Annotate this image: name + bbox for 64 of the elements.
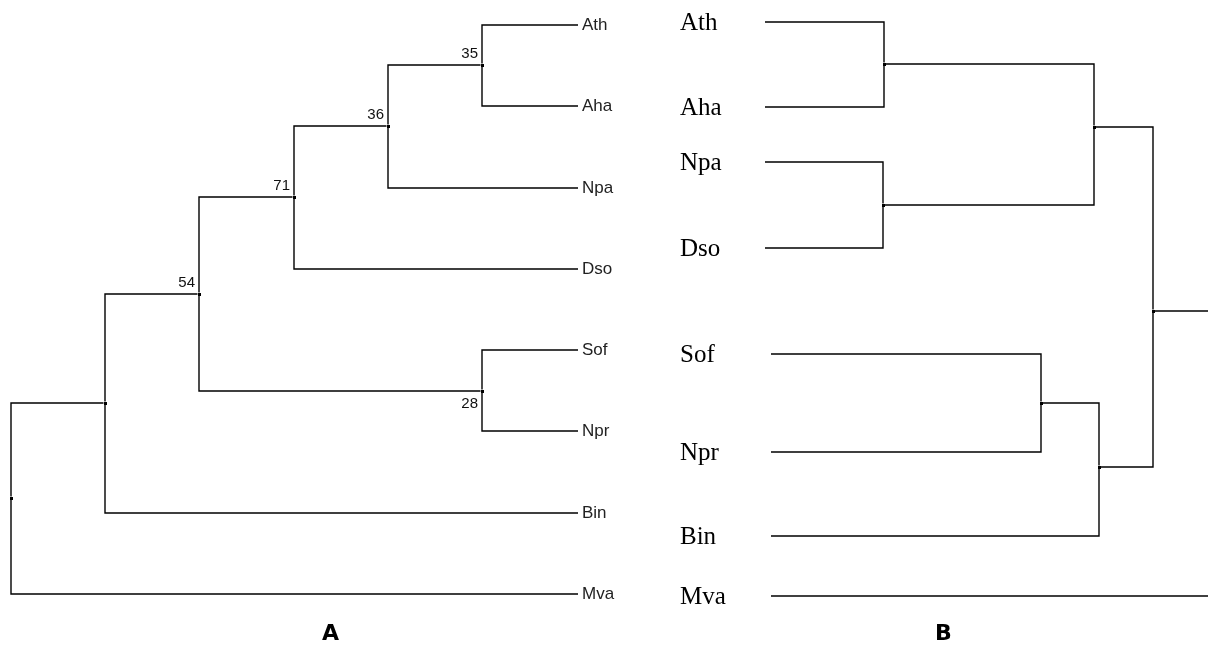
tree-branch: [764, 205, 884, 249]
taxon-label: Npr: [678, 435, 771, 469]
branch-point: [103, 401, 107, 405]
taxon-label: Aha: [578, 94, 628, 118]
taxon-label: Npa: [678, 145, 765, 179]
taxon-label: Ath: [578, 13, 628, 37]
tree-branch: [770, 403, 1042, 453]
tree-branch: [387, 126, 579, 189]
taxon-label: Mva: [578, 582, 628, 606]
taxon-label: Bin: [678, 519, 771, 553]
tree-branch: [104, 293, 199, 403]
tree-branch: [198, 196, 294, 294]
branch-point: [1092, 125, 1096, 129]
branch-point: [292, 195, 296, 199]
tree-branch: [104, 403, 579, 514]
bootstrap-value: 36: [367, 106, 384, 122]
tree-branch: [1041, 402, 1100, 467]
bootstrap-value: 35: [461, 45, 478, 61]
taxon-label: Dso: [678, 231, 765, 265]
tree-branch: [481, 349, 579, 391]
taxon-label: Npa: [578, 176, 628, 200]
tree-branch: [770, 353, 1042, 403]
tree-branch: [10, 498, 579, 595]
tree-branch: [481, 24, 579, 65]
tree-branch: [770, 595, 1208, 597]
bootstrap-value: 28: [461, 395, 478, 411]
tree-branch: [293, 125, 388, 197]
tree-branch: [1099, 311, 1154, 468]
branch-point: [386, 124, 390, 128]
tree-branch: [764, 64, 885, 108]
bootstrap-value: 71: [273, 177, 290, 193]
branch-point: [480, 389, 484, 393]
tree-branch: [198, 294, 482, 392]
taxon-label: Mva: [678, 579, 771, 613]
taxon-label: Sof: [578, 338, 628, 362]
taxon-label: Ath: [678, 5, 765, 39]
branch-point: [1151, 309, 1155, 313]
branch-point: [1097, 465, 1101, 469]
branch-point: [197, 292, 201, 296]
taxon-label: Npr: [578, 419, 628, 443]
tree-branch: [1094, 126, 1154, 311]
taxon-label: Dso: [578, 257, 628, 281]
panel-label: A: [322, 620, 340, 645]
tree-branch: [481, 65, 579, 107]
tree-branch: [481, 391, 579, 432]
tree-branch: [387, 64, 482, 126]
tree-branch: [883, 127, 1095, 206]
tree-branch: [884, 63, 1095, 127]
tree-branch: [764, 21, 885, 64]
tree-branch: [1153, 310, 1208, 312]
branch-point: [1039, 401, 1043, 405]
tree-branch: [293, 197, 579, 270]
taxon-label: Aha: [678, 90, 765, 124]
panel-label: B: [935, 620, 952, 645]
taxon-label: Bin: [578, 501, 628, 525]
tree-branch: [770, 467, 1100, 537]
tree-branch: [10, 402, 105, 498]
bootstrap-value: 54: [178, 274, 195, 290]
taxon-label: Sof: [678, 337, 771, 371]
branch-point: [480, 63, 484, 67]
branch-point: [882, 62, 886, 66]
branch-point: [9, 496, 13, 500]
tree-branch: [764, 161, 884, 205]
branch-point: [881, 203, 885, 207]
